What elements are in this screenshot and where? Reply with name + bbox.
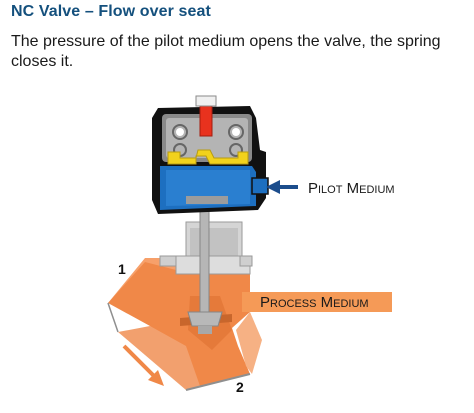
process-medium-label: Process Medium (260, 294, 369, 311)
port-2-label: 2 (236, 379, 244, 395)
port-1-label: 1 (118, 261, 126, 277)
page-title: NC Valve – Flow over seat (11, 3, 211, 20)
valve-neck (159, 175, 253, 334)
pilot-medium-label: Pilot Medium (308, 180, 395, 197)
valve-body (107, 258, 262, 391)
pilot-arrow (266, 180, 298, 194)
flow-arrow (122, 344, 164, 386)
actuator (152, 95, 269, 214)
process-medium-label-bg (242, 292, 392, 312)
description-text: The pressure of the pilot medium opens t… (11, 33, 441, 70)
